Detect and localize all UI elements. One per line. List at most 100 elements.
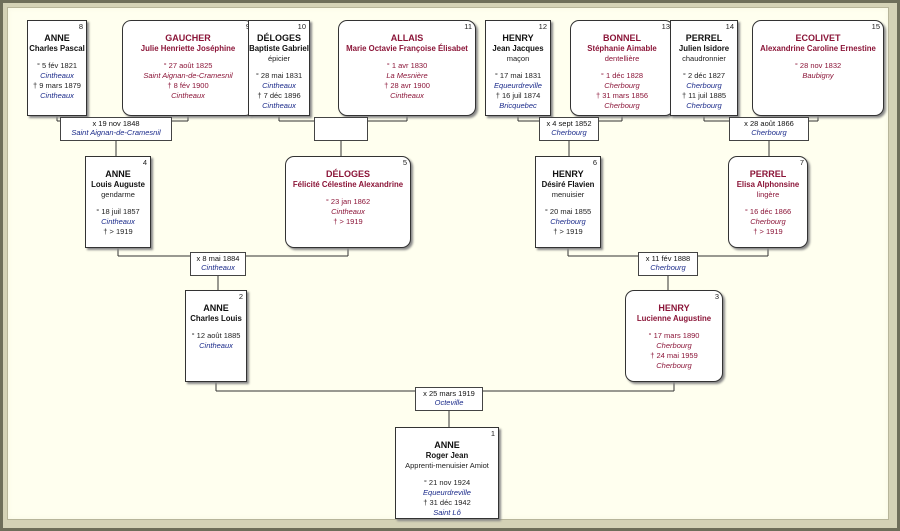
occupation: maçon [506,54,530,63]
spacer [123,54,253,61]
surname: GAUCHER [165,33,211,43]
given-names: Julie Henriette Joséphine [140,44,236,53]
surname: BONNEL [603,33,641,43]
spacer [536,200,600,207]
given-names: Charles Pascal [29,44,85,53]
birth-date: ° 16 déc 1866 [744,207,792,216]
sosa-number: 7 [799,158,804,167]
death-date: † 24 mai 1959 [650,351,698,360]
surname: ANNE [203,303,229,313]
sosa-number: 2 [238,292,243,301]
marriage-date: x 25 mars 1919 [423,389,475,398]
birth-place: Equeurdreville [423,488,471,497]
surname: DÉLOGES [256,33,301,43]
marriage-date: x 8 mai 1884 [196,254,240,263]
birth-place: Cintheaux [199,341,233,350]
death-date: † 28 avr 1900 [384,81,430,90]
given-names: Louis Auguste [91,180,145,189]
birth-place: Cherbourg [750,217,786,226]
spacer [626,324,722,331]
person-box-9[interactable]: 9GAUCHERJulie Henriette Joséphine° 27 ao… [122,20,254,116]
given-names: Jean Jacques [492,44,544,53]
death-date: † 7 déc 1896 [257,91,301,100]
given-names: Charles Louis [190,314,242,323]
death-place: Cherbourg [656,361,692,370]
death-date: † > 1919 [753,227,783,236]
surname: ALLAIS [390,33,424,43]
given-names: Julien Isidore [678,44,730,53]
birth-date: ° 12 août 1885 [191,331,241,340]
sosa-number: 13 [661,22,670,31]
sosa-number: 15 [871,22,880,31]
given-names: Félicité Célestine Alexandrine [292,180,404,189]
sosa-number: 9 [246,22,250,32]
spacer [729,200,807,207]
surname: HENRY [658,303,690,313]
given-names: Roger Jean [425,451,469,460]
death-place: Cherbourg [604,101,640,110]
spacer [671,64,737,71]
sosa-number: 8 [78,22,83,31]
spacer [753,54,883,61]
given-names: Désiré Flavien [541,180,595,189]
occupation: lingère [756,190,780,199]
death-date: † 31 déc 1942 [423,498,471,507]
sosa-number: 11 [464,22,472,31]
surname: ECOLIVET [795,33,841,43]
given-names: Marie Octavie Françoise Élisabet [346,44,468,53]
death-place: Cintheaux [390,91,424,100]
sosa-number: 14 [725,22,734,31]
death-date: † > 1919 [553,227,583,236]
marriage-box [314,117,368,141]
occupation: gendarme [101,190,135,199]
surname: HENRY [552,169,584,179]
birth-place: Cintheaux [101,217,135,226]
spacer [339,54,475,61]
birth-place: Cintheaux [262,81,296,90]
death-place: Cherbourg [686,101,722,110]
given-names: Baptiste Gabriel [249,44,309,53]
birth-date: ° 28 mai 1831 [255,71,303,80]
spacer [396,471,498,478]
birth-date: ° 2 déc 1827 [682,71,726,80]
surname: ANNE [434,440,460,450]
surname: DÉLOGES [325,169,370,179]
birth-date: ° 28 nov 1832 [794,61,842,70]
given-names: Elisa Alphonsine [736,180,800,189]
occupation: Apprenti-menuisier Amiot [405,461,489,470]
death-date: † 16 juil 1874 [495,91,541,100]
birth-place: Cintheaux [331,207,365,216]
death-place: Cintheaux [171,91,205,100]
marriage-date: x 4 sept 1852 [546,119,592,128]
death-date: † 11 juil 1885 [681,91,727,100]
marriage-place: Cherbourg [751,128,787,137]
spacer [286,190,410,197]
birth-date: ° 18 juil 1857 [96,207,140,216]
birth-date: ° 23 jan 1862 [325,197,371,206]
birth-place: Cintheaux [40,71,74,80]
marriage-place: Cherbourg [551,128,587,137]
birth-date: ° 5 fév 1821 [36,61,78,70]
sosa-number: 5 [402,158,407,167]
birth-place: Cherbourg [604,81,640,90]
sosa-number: 6 [592,158,597,167]
birth-place: Cherbourg [550,217,586,226]
given-names: Alexandrine Caroline Ernestine [760,44,876,53]
